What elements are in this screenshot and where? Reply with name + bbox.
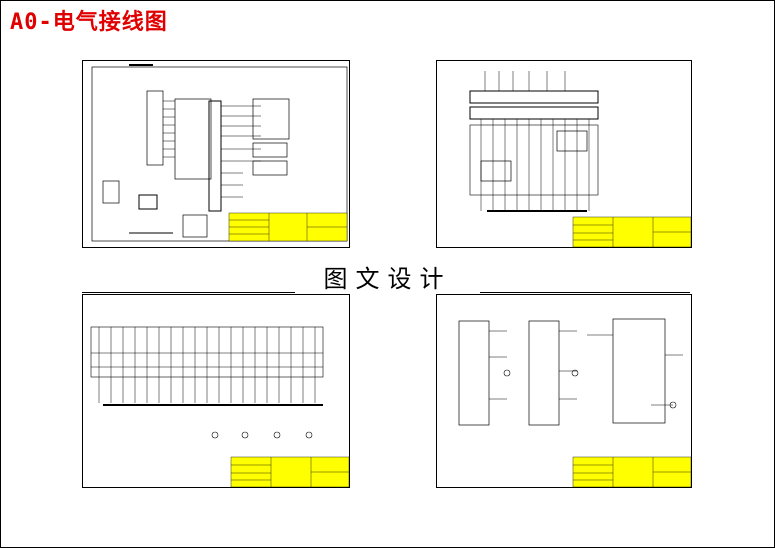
watermark-text: 图文设计	[323, 265, 452, 293]
drawing-sheet-4[interactable]	[436, 294, 692, 488]
drawing-sheet-1[interactable]	[82, 60, 350, 248]
wiring-diagram-1	[91, 64, 348, 242]
wiring-diagram-4	[458, 318, 691, 487]
drawing-sheet-3[interactable]	[82, 294, 350, 488]
wiring-diagram-2	[469, 71, 691, 247]
divider-right	[480, 292, 690, 293]
drawing-sheet-2[interactable]	[436, 60, 692, 248]
page-title: A0-电气接线图	[10, 10, 168, 35]
divider-left	[82, 292, 295, 293]
wiring-diagram-3	[90, 326, 349, 487]
